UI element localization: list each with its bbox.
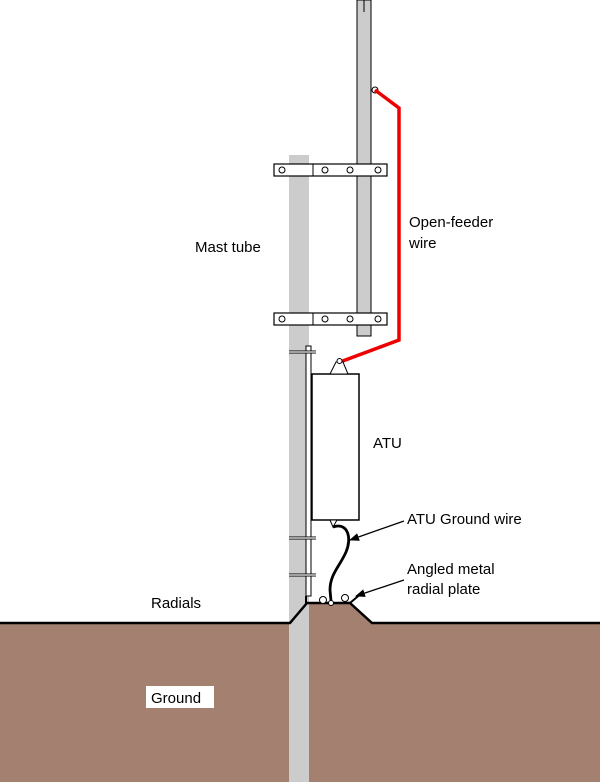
atu-ground-wire-arrow: [349, 520, 405, 541]
angled-radial-plate: [305, 591, 364, 606]
radial-plate-label-line1: Angled metal: [407, 561, 495, 578]
open-feeder-label-line1: Open-feeder: [409, 214, 493, 231]
atu-mounting-strip: [305, 345, 312, 597]
radial-plate-arrow: [355, 579, 405, 597]
mast-tube: [289, 155, 309, 782]
mounting-bracket-top: [273, 163, 388, 177]
atu-ground-wire: [328, 524, 351, 602]
atu-box: [311, 373, 360, 521]
atu-ground-terminal: [329, 519, 338, 529]
atu-ground-wire-label: ATU Ground wire: [407, 511, 522, 528]
ground-label: Ground: [151, 690, 201, 707]
atu-label: ATU: [373, 435, 402, 452]
open-feeder-label-line2: wire: [408, 235, 437, 252]
atu-insulator: [329, 358, 349, 375]
open-feeder-wire: [339, 88, 401, 364]
radial-plate-label-line2: radial plate: [407, 581, 480, 598]
mast-tube-label: Mast tube: [195, 239, 261, 256]
ground-label-box: [146, 686, 214, 708]
mounting-bracket-bottom: [273, 312, 388, 326]
radials-label: Radials: [151, 595, 201, 612]
